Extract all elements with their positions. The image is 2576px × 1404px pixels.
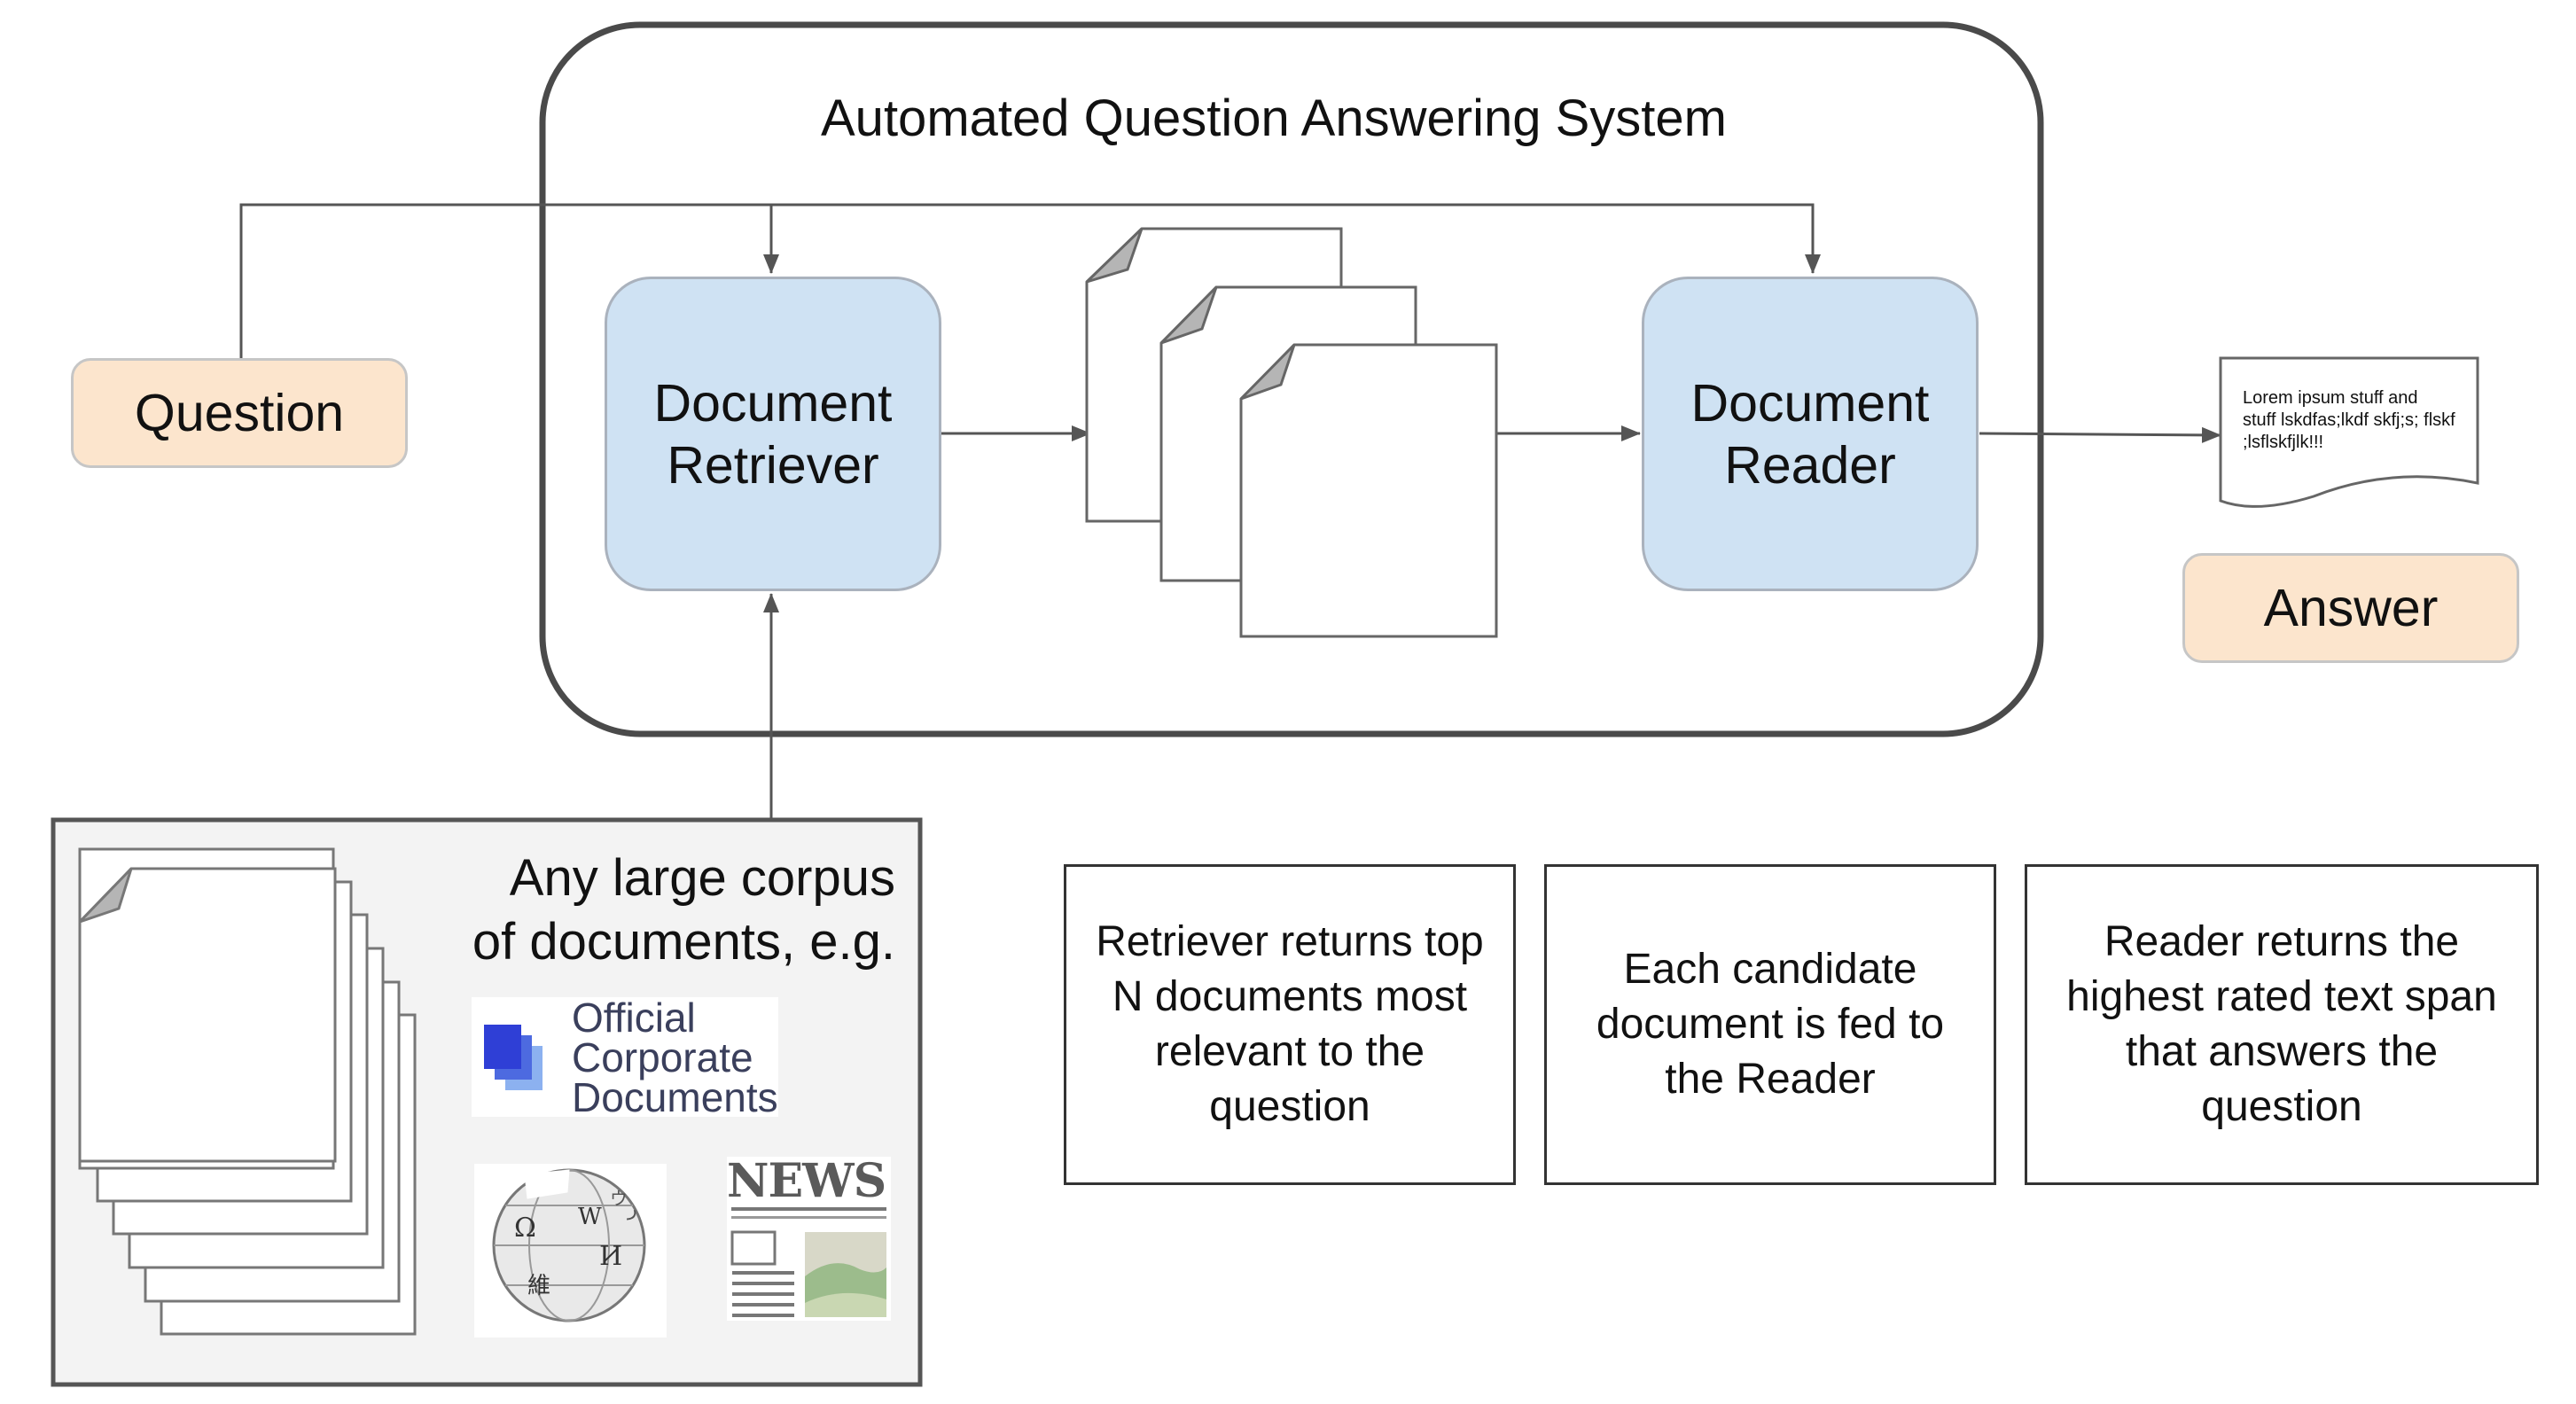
corpus-heading-line2: of documents, e.g. xyxy=(472,913,895,971)
question-label: Question xyxy=(134,384,345,442)
news-logo-text: NEWS xyxy=(727,1154,886,1208)
wiki-glyph-4: 維 xyxy=(527,1273,551,1299)
wikipedia-globe-icon xyxy=(492,1168,646,1322)
answer-label: Answer xyxy=(2263,579,2439,637)
official-logo-line3: Documents xyxy=(572,1074,778,1120)
corpus-doc-stack xyxy=(78,847,417,1336)
question-route-line xyxy=(239,203,1815,359)
reader-to-answer-arrow xyxy=(1979,426,2221,443)
answer-document xyxy=(2219,356,2479,508)
answer-document-text: Lorem ipsum stuff and stuff lskdfas;lkdf… xyxy=(2243,388,2455,452)
official-logo-text: Official Corporate Documents xyxy=(572,994,778,1120)
wiki-glyph-3: И xyxy=(599,1241,623,1272)
corpus-heading: Any large corpus of documents, e.g. xyxy=(417,846,895,974)
document-reader-node[interactable]: Document Reader xyxy=(1642,277,1979,591)
wiki-glyph-2: W xyxy=(578,1204,602,1230)
system-frame xyxy=(539,21,2044,737)
wiki-glyph-5: ウ xyxy=(610,1188,628,1209)
official-logo-mark xyxy=(484,1025,543,1090)
wiki-glyph-1: Ω xyxy=(514,1213,536,1244)
official-logo-line1: Official xyxy=(572,994,696,1041)
official-logo-line2: Corporate xyxy=(572,1034,753,1080)
wiki-glyph-6: ر xyxy=(628,1198,637,1221)
system-title: Automated Question Answering System xyxy=(821,90,1727,147)
answer-node[interactable]: Answer xyxy=(2182,553,2519,663)
corpus-heading-line1: Any large corpus xyxy=(509,849,895,907)
candidate-doc-3 xyxy=(1239,343,1498,638)
question-node[interactable]: Question xyxy=(71,358,408,468)
note-retriever: Retriever returns top N documents most r… xyxy=(1064,864,1516,1185)
document-retriever-label: Document Retriever xyxy=(653,373,893,495)
news-icon xyxy=(727,1157,891,1321)
note-reader: Reader returns the highest rated text sp… xyxy=(2025,864,2539,1185)
document-reader-label: Document Reader xyxy=(1690,373,1930,495)
note-candidates: Each candidate document is fed to the Re… xyxy=(1544,864,1996,1185)
document-retriever-node[interactable]: Document Retriever xyxy=(605,277,941,591)
